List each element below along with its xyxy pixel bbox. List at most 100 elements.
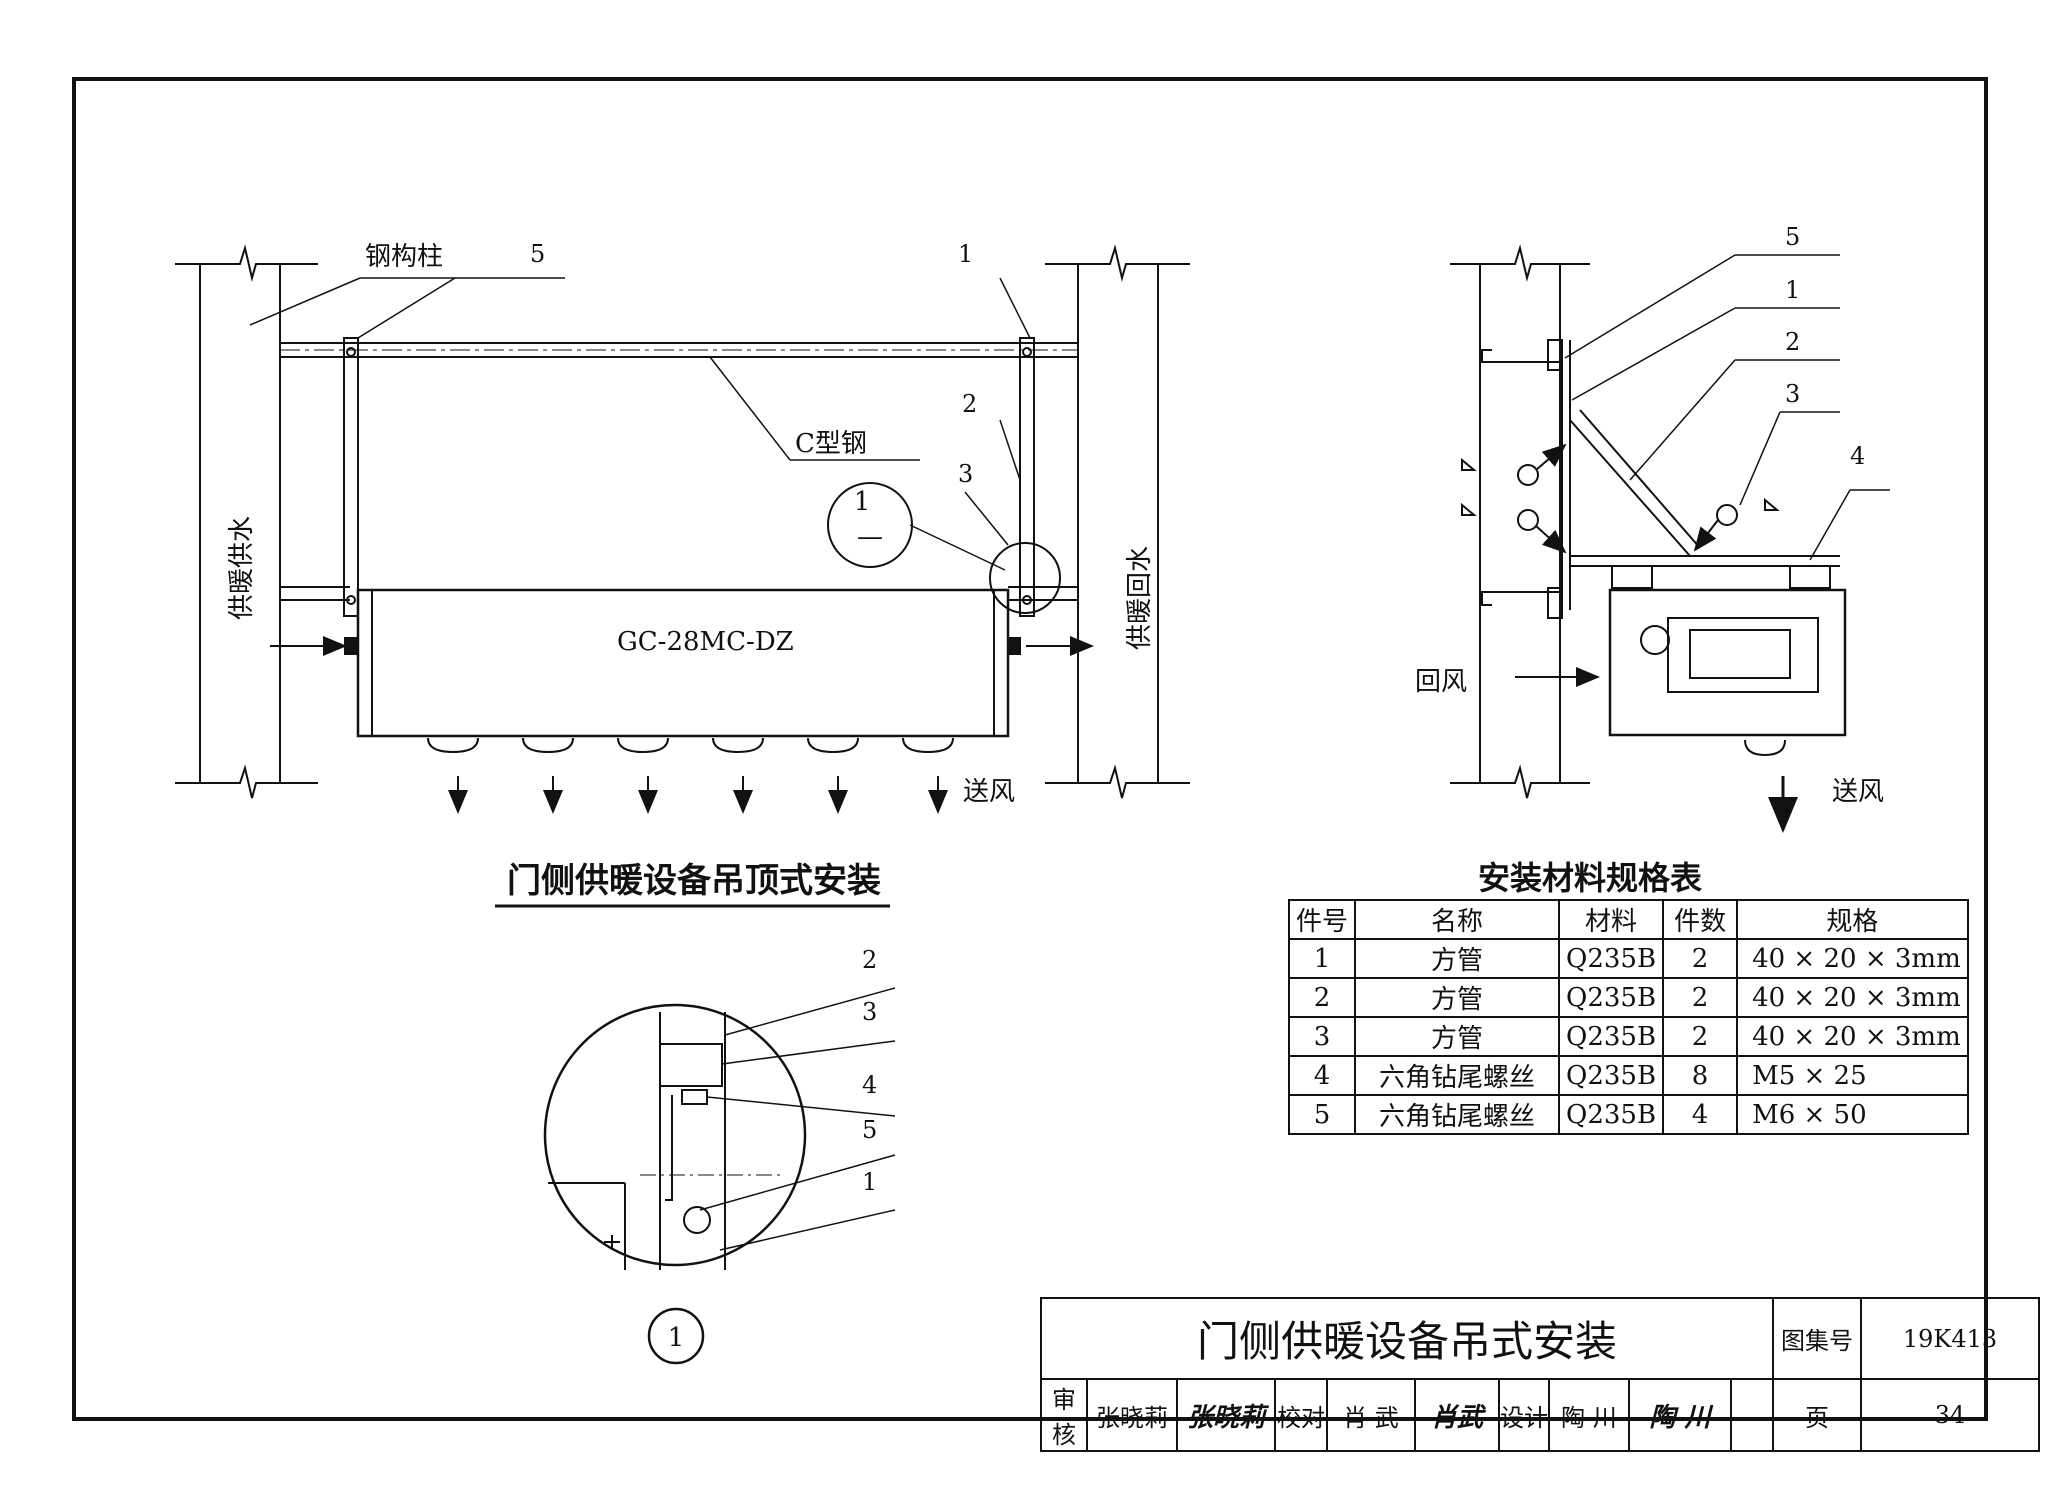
detail-view: [543, 987, 896, 1365]
designer-name: 陶 川: [1548, 1378, 1630, 1452]
detail-marker: [827, 482, 1061, 614]
cell-name: 方管: [1354, 977, 1561, 1018]
label-steel-column: 钢构柱: [365, 242, 443, 272]
cell-name: 六角钻尾螺丝: [1354, 1055, 1561, 1096]
cell-quantity: 8: [1662, 1055, 1739, 1096]
detail-ref-sheet: —: [857, 522, 883, 552]
review-label: 审核: [1040, 1378, 1088, 1452]
callout-2-front: 2: [962, 390, 977, 418]
front-view-caption: 门侧供暖设备吊顶式安装: [507, 861, 881, 901]
side-air-arrows: [1515, 667, 1798, 833]
supply-air-arrows: [448, 776, 948, 814]
side-hanger-frame: [1561, 340, 1840, 610]
table-header-row: 件号 名称 材料 件数 规格: [1287, 899, 1969, 940]
callout-4-side: 4: [1850, 442, 1865, 470]
side-unit-body: [1608, 588, 1847, 757]
heating-unit-body: [356, 588, 1010, 738]
label-heating-supply: 供暖供水: [227, 516, 257, 620]
header-spec: 规格: [1736, 899, 1969, 940]
cell-spec: 40 × 20 × 3mm: [1736, 977, 1969, 1018]
cell-quantity: 4: [1662, 1094, 1739, 1135]
cell-spec: M5 × 25: [1736, 1055, 1969, 1096]
callout-3-side: 3: [1785, 380, 1800, 408]
side-leader-lines: [1564, 254, 1890, 561]
callout-5-side: 5: [1785, 223, 1800, 251]
cell-name: 六角钻尾螺丝: [1354, 1094, 1561, 1135]
drawing-sheet-border: [72, 77, 1988, 1421]
side-steel-column: [1450, 244, 1590, 799]
table-row: 5 六角钻尾螺丝 Q235B 4 M6 × 50: [1287, 1094, 1969, 1135]
table-row: 1 方管 Q235B 2 40 × 20 × 3mm: [1287, 938, 1969, 979]
side-c-steel: [1481, 339, 1563, 619]
pipe-connections: [270, 636, 1094, 656]
air-outlets: [427, 737, 954, 754]
header-material: 材料: [1558, 899, 1665, 940]
callout-5-detail: 5: [862, 1116, 877, 1144]
label-supply-air-side: 送风: [1832, 777, 1884, 807]
materials-table-title: 安装材料规格表: [1477, 859, 1702, 897]
materials-table: 件号 名称 材料 件数 规格 1 方管 Q235B 2 40 × 20 × 3m…: [1287, 899, 1969, 1135]
reviewer-name: 张晓莉: [1086, 1378, 1178, 1452]
cell-name: 方管: [1354, 1016, 1561, 1057]
cell-part-no: 5: [1287, 1094, 1357, 1135]
cell-material: Q235B: [1558, 977, 1665, 1018]
cell-spec: 40 × 20 × 3mm: [1736, 1016, 1969, 1057]
check-label: 校对: [1274, 1378, 1328, 1452]
table-row: 4 六角钻尾螺丝 Q235B 8 M5 × 25: [1287, 1055, 1969, 1096]
page-label: 页: [1772, 1378, 1862, 1452]
designer-signature: 陶 川: [1628, 1378, 1732, 1452]
callout-1-detail: 1: [862, 1168, 877, 1196]
callout-2-side: 2: [1785, 328, 1800, 356]
page-value: 34: [1860, 1378, 2040, 1452]
side-weld-symbols: [1461, 443, 1780, 554]
header-name: 名称: [1354, 899, 1561, 940]
atlas-label: 图集号: [1772, 1297, 1862, 1380]
callout-2-detail: 2: [862, 946, 877, 974]
label-supply-air-front: 送风: [963, 777, 1015, 807]
detail-number: 1: [668, 1323, 685, 1353]
title-block-spacer: [1730, 1378, 1773, 1452]
right-steel-column: [1045, 244, 1190, 799]
callout-5-front: 5: [530, 240, 545, 268]
callout-4-detail: 4: [862, 1071, 877, 1099]
table-row: 2 方管 Q235B 2 40 × 20 × 3mm: [1287, 977, 1969, 1018]
checker-name: 肖 武: [1326, 1378, 1416, 1452]
callout-1-side: 1: [1785, 276, 1800, 304]
front-leader-lines: [249, 277, 1031, 571]
cell-spec: M6 × 50: [1736, 1094, 1969, 1135]
cell-material: Q235B: [1558, 938, 1665, 979]
side-view: [1450, 244, 1890, 833]
label-return-air: 回风: [1415, 667, 1467, 697]
callout-3-front: 3: [958, 460, 973, 488]
table-row: 3 方管 Q235B 2 40 × 20 × 3mm: [1287, 1016, 1969, 1057]
cell-part-no: 3: [1287, 1016, 1357, 1057]
label-c-steel: C型钢: [795, 429, 867, 459]
checker-signature: 肖武: [1414, 1378, 1500, 1452]
callout-3-detail: 3: [862, 998, 877, 1026]
cell-material: Q235B: [1558, 1094, 1665, 1135]
cell-material: Q235B: [1558, 1016, 1665, 1057]
label-unit-model: GC-28MC-DZ: [617, 627, 794, 657]
cell-part-no: 1: [1287, 938, 1357, 979]
hanger-tubes: [343, 337, 1035, 617]
detail-ref-number: 1: [854, 487, 871, 517]
title-block-title: 门侧供暖设备吊式安装: [1040, 1297, 1774, 1380]
atlas-value: 19K413: [1860, 1297, 2040, 1380]
cell-quantity: 2: [1662, 977, 1739, 1018]
header-quantity: 件数: [1662, 899, 1739, 940]
cell-quantity: 2: [1662, 1016, 1739, 1057]
cell-quantity: 2: [1662, 938, 1739, 979]
title-block: 门侧供暖设备吊式安装 图集号 19K413 审核 张晓莉 张晓莉 校对 肖 武 …: [1040, 1297, 2040, 1452]
design-label: 设计: [1498, 1378, 1550, 1452]
cell-part-no: 2: [1287, 977, 1357, 1018]
cell-material: Q235B: [1558, 1055, 1665, 1096]
front-view: [175, 244, 1190, 814]
cell-spec: 40 × 20 × 3mm: [1736, 938, 1969, 979]
cell-part-no: 4: [1287, 1055, 1357, 1096]
label-heating-return: 供暖回水: [1125, 546, 1155, 650]
cell-name: 方管: [1354, 938, 1561, 979]
reviewer-signature: 张晓莉: [1176, 1378, 1276, 1452]
callout-1-front: 1: [958, 240, 973, 268]
header-part-no: 件号: [1287, 899, 1357, 940]
